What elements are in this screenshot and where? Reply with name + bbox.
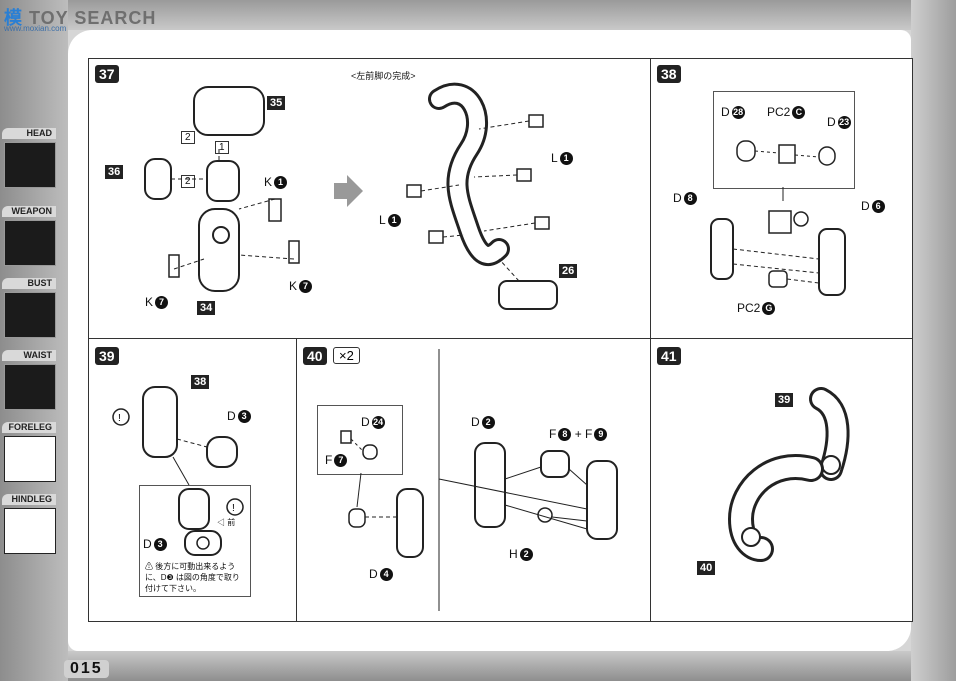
front-direction-label: ◁ 前 [217,518,236,527]
right-frame [911,0,956,681]
waist-thumbnail[interactable] [4,364,56,410]
svg-text:!: ! [118,413,121,424]
weapon-thumbnail[interactable] [4,220,56,266]
seq-label-1: 1 [215,141,229,154]
step-37-drawing [144,82,558,310]
left-frame [0,0,68,681]
step-38-drawing [710,140,846,296]
seq-label-2b: 2 [181,175,195,188]
step-40-multiplier: ×2 [333,347,360,364]
watermark-url: www.moxian.com [4,24,67,33]
step-40-detail-box [317,405,403,475]
foreleg-thumbnail[interactable] [4,436,56,482]
step-41-number: 41 [657,347,681,365]
step-41-panel: 41 39 40 [651,339,912,621]
tab-head[interactable]: HEAD [2,128,56,139]
tab-waist[interactable]: WAIST [2,350,56,361]
tab-bust[interactable]: BUST [2,278,56,289]
step-40-drawing [340,349,618,611]
top-frame [0,0,956,30]
hindleg-thumbnail[interactable] [4,508,56,554]
bust-thumbnail[interactable] [4,292,56,338]
step-39-drawing: ! ! [112,386,244,556]
step-41-drawing [727,387,850,562]
part-36-tag: 36 [105,165,124,179]
head-thumbnail[interactable] [4,142,56,188]
tab-weapon[interactable]: WEAPON [2,206,56,217]
step-38-number: 38 [657,65,681,83]
tab-foreleg[interactable]: FORELEG [2,422,56,433]
seq-label-2a: 2 [181,131,195,144]
watermark-logo: 模 TOY SEARCH [4,8,157,28]
step-39-number: 39 [95,347,119,365]
page-number: 015 [64,660,109,678]
step-37-number: 37 [95,65,119,83]
step-37-caption: <左前脚の完成> [351,71,416,81]
part-34-tag: 34 [197,301,216,315]
step-39-caution-note: ⚠ 後方に可動出来るように、D❸ は図の角度で取り付けて下さい。 [145,562,240,593]
part-35-tag: 35 [267,96,286,110]
part-40-tag: 40 [697,561,716,575]
part-38-tag: 38 [191,375,210,389]
svg-text:!: ! [232,503,235,514]
tab-hindleg[interactable]: HINDLEG [2,494,56,505]
part-39-tag: 39 [775,393,794,407]
bottom-frame [0,651,956,681]
step-40-number: 40 [303,347,327,365]
part-26-tag: 26 [559,264,578,278]
